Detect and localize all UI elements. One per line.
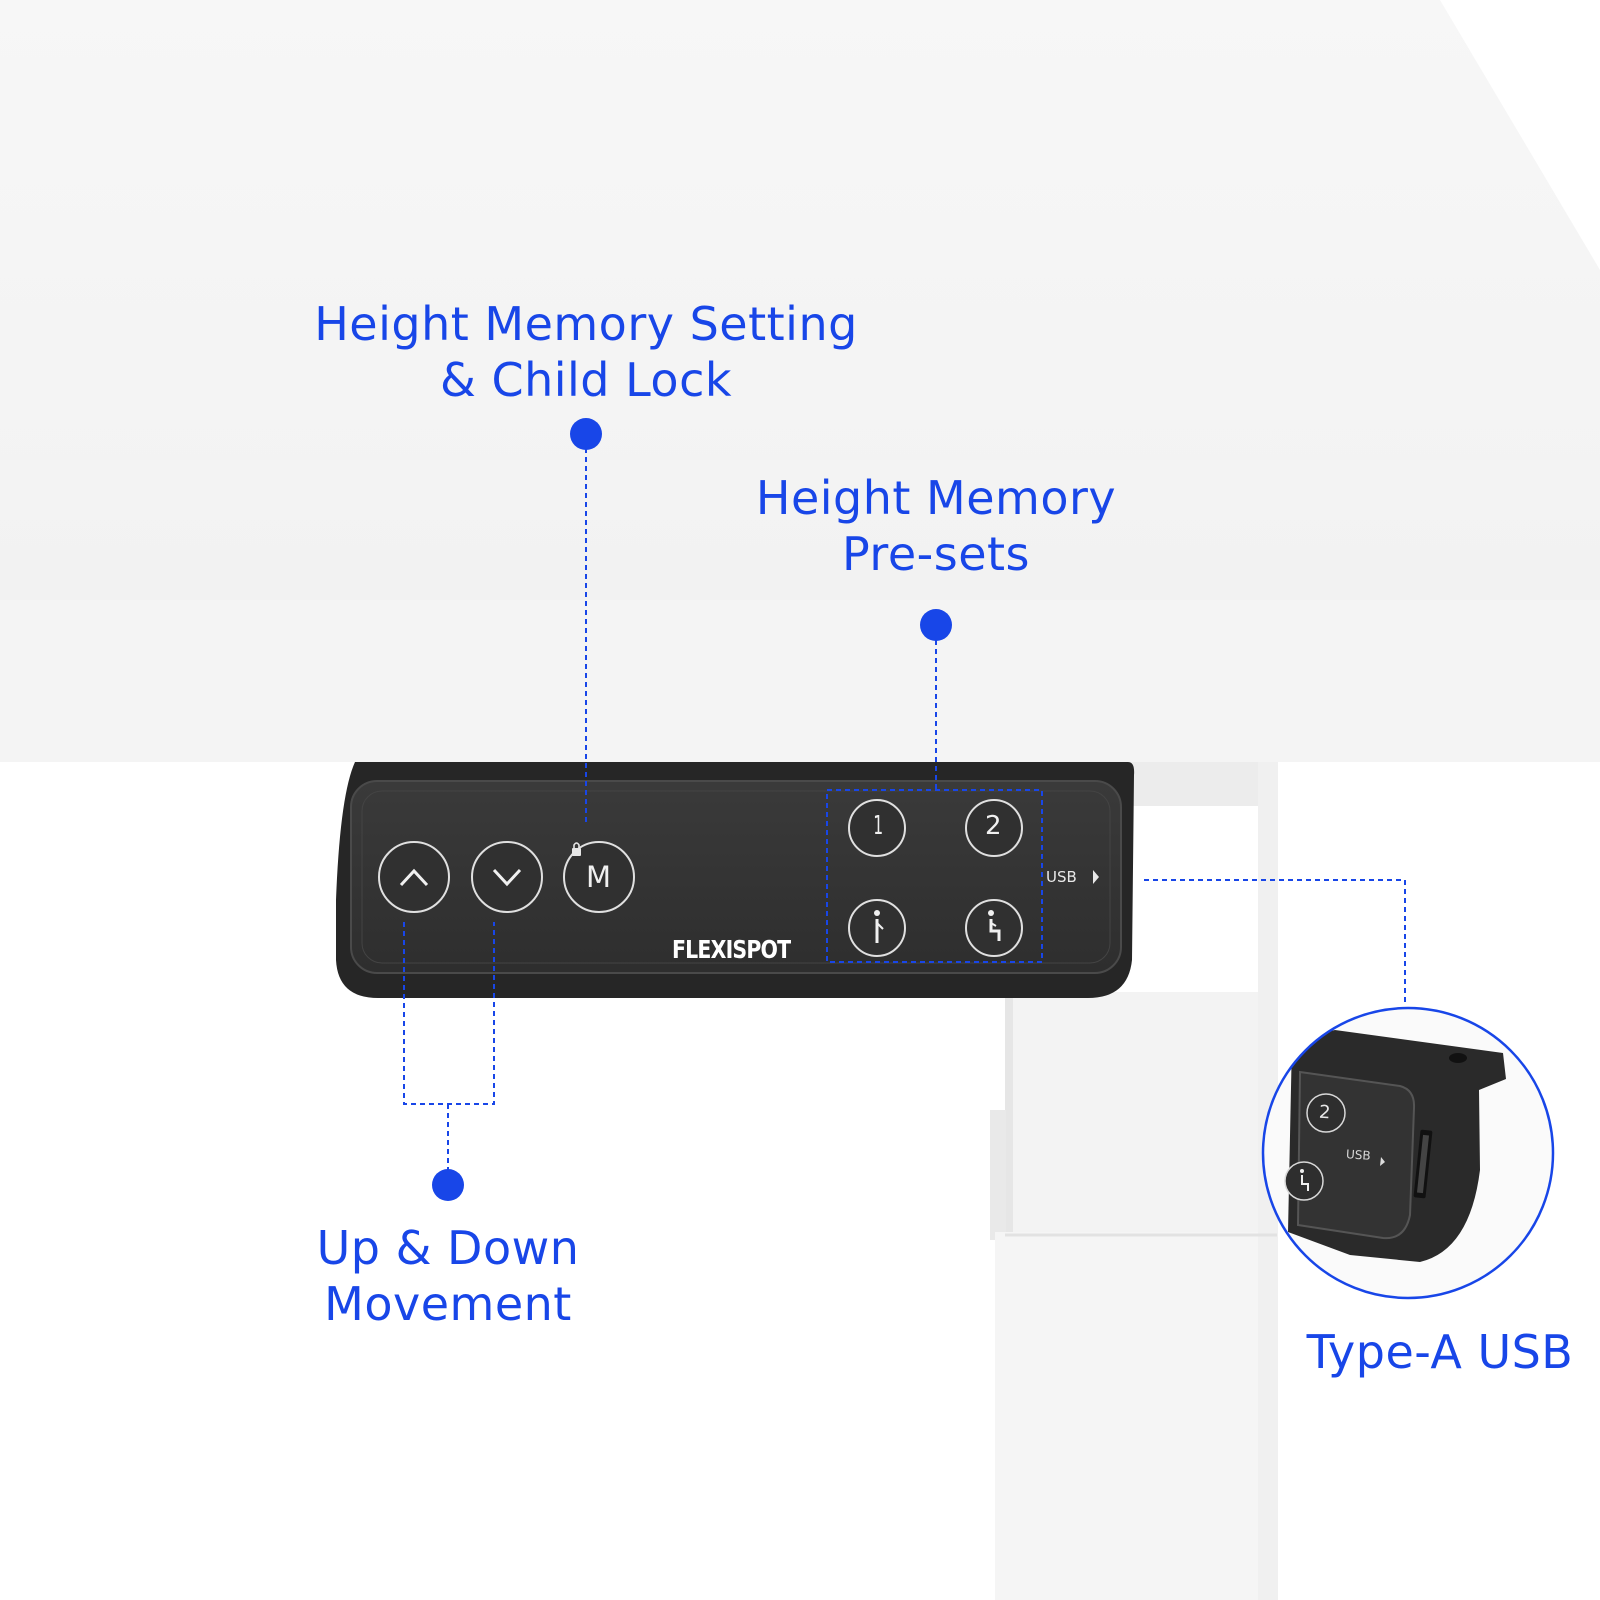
sitting-preset-button[interactable] [965,899,1023,957]
callout-dots [432,418,952,1201]
presets-callout-line2: Pre-sets [842,527,1030,581]
desk-leg [990,762,1278,1600]
standing-preset-button[interactable] [848,899,906,957]
brand-logo: FLEXISPOT [672,935,791,964]
zoom-usb-arrow-icon [1380,1157,1385,1166]
usb-port-label: USB [1046,868,1077,886]
lock-icon [572,842,581,856]
up-down-dot [432,1169,464,1201]
memory-setting-callout-line1: Height Memory Setting [314,297,858,351]
up-down-callout-line2: Movement [324,1277,572,1331]
down-arrow-icon [492,868,522,887]
down-button[interactable] [471,841,543,913]
desk-top [0,0,1600,762]
zoom-preset-2-button [1306,1093,1346,1133]
preset-2-button[interactable] [965,799,1023,857]
callout-lines [403,448,1406,1176]
memory-button-label: M [586,860,612,894]
standing-person-icon [874,910,884,943]
preset-2-label: 2 [985,811,1002,841]
zoom-preset-2-label: 2 [1318,1101,1332,1124]
zoom-usb-label: USB [1345,1147,1372,1163]
memory-setting-dot [570,418,602,450]
up-button[interactable] [378,841,450,913]
up-down-callout: Up & Down Movement [278,1220,618,1332]
preset-1-label: 1 [873,811,884,841]
sitting-person-icon [988,910,1001,941]
presets-callout-line1: Height Memory [755,471,1117,525]
usb-arrow-icon [1093,870,1099,884]
zoom-sitting-person-icon [1300,1169,1309,1191]
up-arrow-icon [399,868,429,887]
usb-callout-line1: Type-A USB [1306,1325,1574,1379]
usb-zoom-view [1261,1006,1555,1300]
preset-1-button[interactable] [848,799,906,857]
control-panel [336,762,1135,998]
zoom-sitting-button [1284,1161,1324,1201]
usb-callout: Type-A USB [1290,1324,1590,1380]
memory-setting-callout-line2: & Child Lock [439,353,733,407]
memory-setting-callout: Height Memory Setting & Child Lock [296,296,876,408]
presets-callout: Height Memory Pre-sets [736,470,1136,582]
memory-button[interactable] [563,841,635,913]
presets-dot [920,609,952,641]
up-down-callout-line1: Up & Down [316,1221,580,1275]
